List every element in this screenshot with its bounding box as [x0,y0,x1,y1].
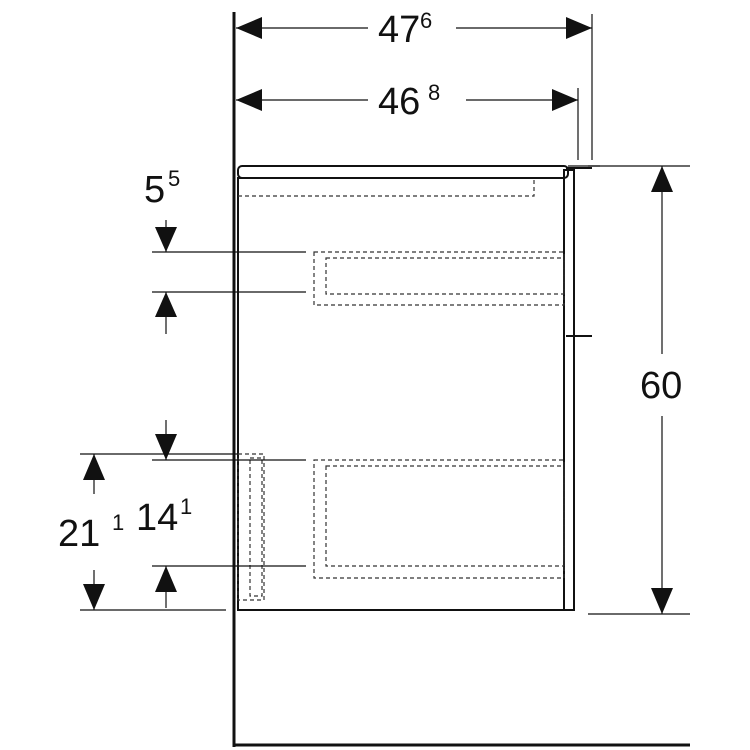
drawer-height-value: 14 [136,497,178,539]
lower-height-sup: 1 [112,510,124,535]
dimension-body-width: 46 8 [236,80,579,160]
dimension-top-offset: 5 5 [144,166,306,334]
dimension-total-width: 47 6 [236,8,593,160]
body-width-sup: 8 [428,80,440,105]
body-width-value: 46 [378,81,420,123]
dimension-lower-height: 21 1 [58,453,238,611]
dimension-drawer-height: 14 1 [136,420,306,608]
top-offset-value: 5 [144,169,165,211]
arrow-down [83,584,105,610]
arrow-up [155,292,177,317]
dimension-height: 60 [588,165,690,615]
arrow-left [236,89,262,111]
top-offset-sup: 5 [168,166,180,191]
arrow-right [552,89,578,111]
lower-height-value: 21 [58,513,100,555]
arrow-left [236,17,262,39]
arrow-up [83,454,105,480]
arrow-down [155,227,177,252]
total-width-value: 47 [378,9,420,51]
arrow-up [651,166,673,192]
arrow-right [566,17,592,39]
arrow-down [651,588,673,614]
total-width-sup: 6 [420,8,432,33]
cabinet-body [237,165,600,611]
wall-and-floor [232,12,690,747]
arrow-down [155,434,177,460]
height-value: 60 [640,365,682,407]
drawer-height-sup: 1 [180,494,192,519]
arrow-up [155,566,177,592]
